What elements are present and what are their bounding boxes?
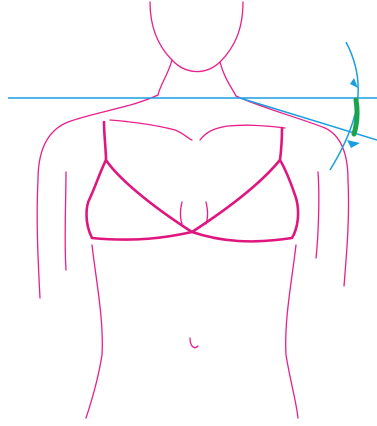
left-bra-cup	[87, 160, 193, 240]
neck-right-line	[220, 2, 243, 96]
right-bra-strap	[280, 128, 282, 160]
neck-left-line	[150, 2, 172, 95]
angle-arrow-icon	[350, 78, 358, 88]
right-arm-inner	[316, 172, 319, 258]
left-arm-outer	[37, 180, 40, 298]
left-bra-strap	[104, 122, 106, 160]
right-torso-side	[286, 245, 298, 418]
right-arm-outer	[344, 180, 349, 286]
left-arm-inner	[65, 172, 66, 270]
chin-line	[172, 60, 220, 72]
right-collarbone	[200, 125, 285, 140]
left-torso-side	[86, 245, 102, 418]
left-collarbone	[110, 120, 192, 140]
left-shoulder-line	[38, 95, 158, 180]
navel	[190, 338, 198, 348]
angle-arrow-icon	[347, 140, 360, 148]
right-bra-cup	[192, 160, 298, 241]
sternum-left	[181, 202, 183, 224]
